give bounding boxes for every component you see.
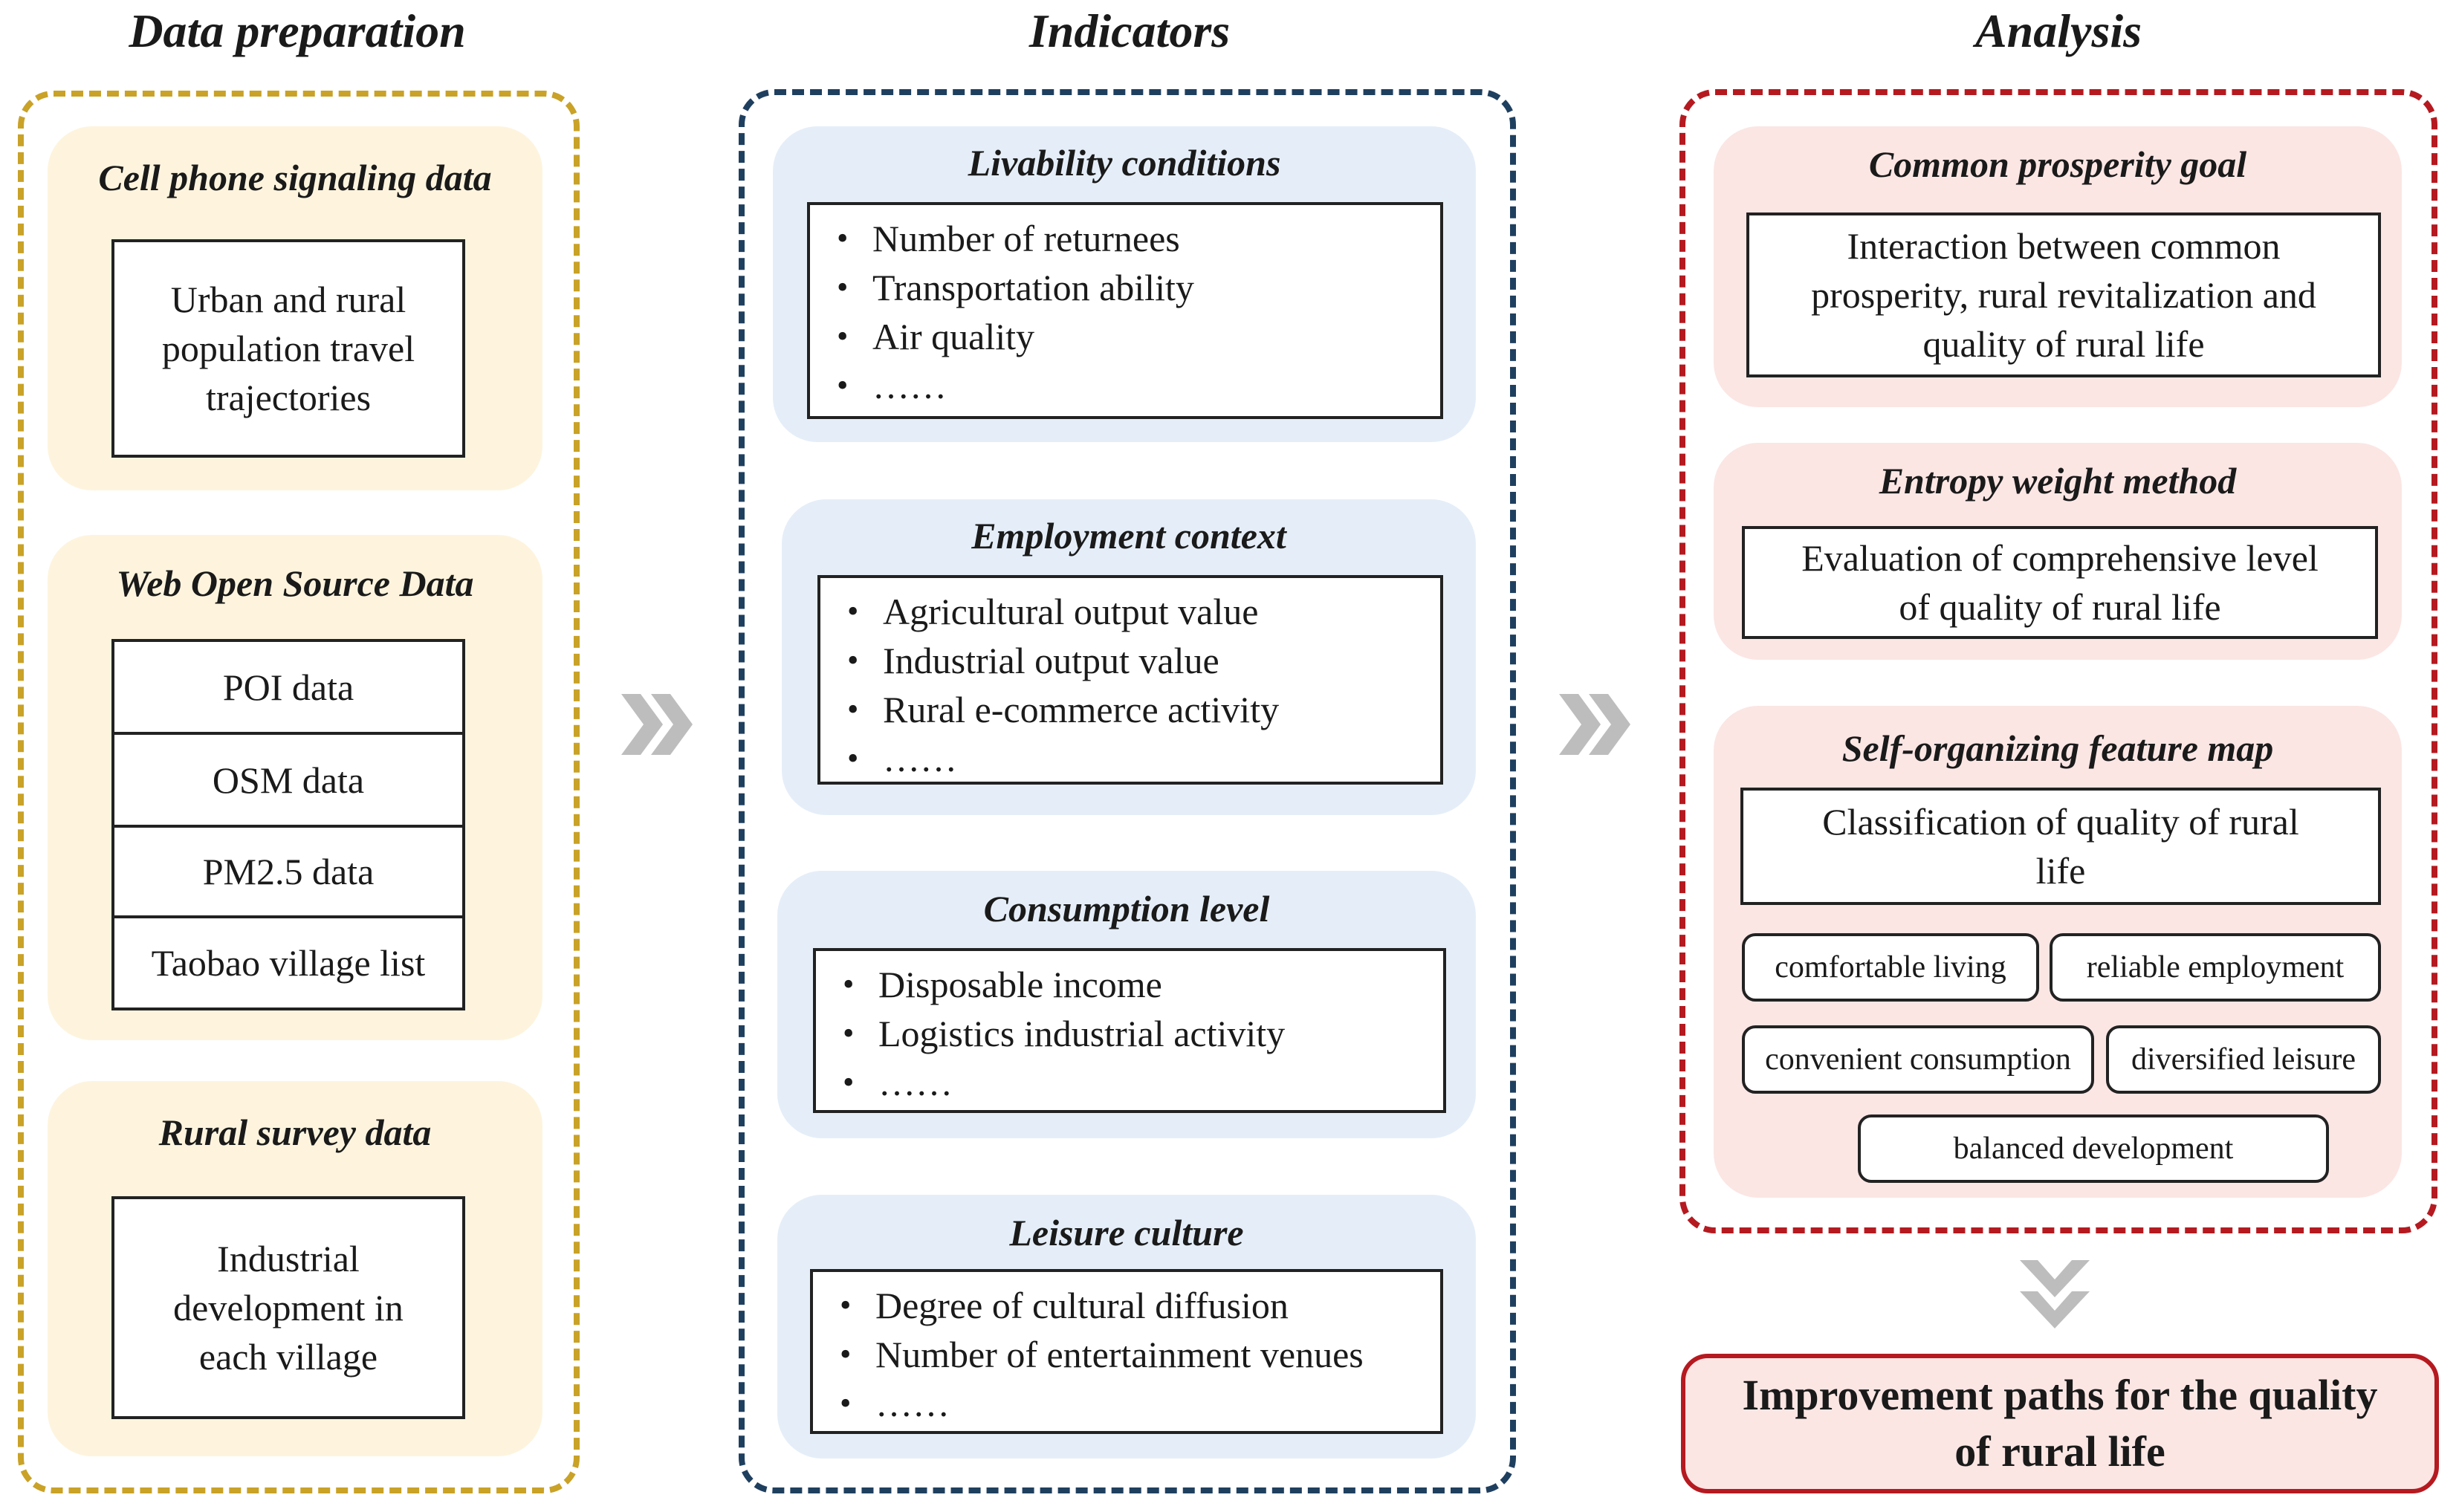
group-consumption: Consumption level Disposable income Logi… [777,871,1476,1138]
consumption-list: Disposable income Logistics industrial a… [813,948,1446,1113]
employment-list: Agricultural output value Industrial out… [817,575,1443,785]
class-diversified-leisure: diversified leisure [2106,1025,2381,1094]
box-text: Classification of quality of rural life [1822,801,2299,892]
list-item: Rural e-commerce activity [847,685,1440,734]
final-box-text: Improvement paths for the quality of rur… [1742,1371,2378,1476]
group-common-prosperity: Common prosperity goal Interaction betwe… [1714,126,2402,407]
list-item: Agricultural output value [847,587,1440,636]
stack-item-poi: POI data [114,642,462,735]
list-item: Disposable income [843,960,1443,1009]
list-item: …… [840,1379,1440,1428]
list-item: Degree of cultural diffusion [840,1281,1440,1330]
group-rural-survey: Rural survey data Industrial development… [48,1081,542,1456]
group-title: Livability conditions [968,142,1281,184]
box-text: Interaction between common prosperity, r… [1811,225,2316,365]
list-item: Number of entertainment venues [840,1330,1440,1379]
list-item: Transportation ability [837,263,1440,312]
box-text: Evaluation of comprehensive level of qua… [1801,537,2319,628]
livability-list: Number of returnees Transportation abili… [807,202,1443,419]
list-item: Logistics industrial activity [843,1009,1443,1058]
group-entropy-weight: Entropy weight method Evaluation of comp… [1714,443,2402,660]
double-chevron-right-icon [1559,694,1630,755]
class-reliable-employment: reliable employment [2050,933,2381,1002]
box-text: Urban and rural population travel trajec… [161,279,415,418]
common-prosperity-box: Interaction between common prosperity, r… [1746,212,2381,377]
indicators-panel [739,89,1516,1493]
stack-item-pm25: PM2.5 data [114,828,462,918]
heading-indicators: Indicators [1028,4,1231,57]
analysis-panel [1679,89,2437,1233]
group-title: Web Open Source Data [116,562,474,604]
group-title: Consumption level [983,888,1270,929]
leisure-list: Degree of cultural diffusion Number of e… [810,1269,1443,1434]
group-title: Cell phone signaling data [98,157,492,198]
data-preparation-panel [18,91,580,1493]
list-item: …… [843,1058,1443,1107]
class-balanced-development: balanced development [1858,1114,2329,1183]
group-title: Rural survey data [158,1112,432,1153]
list-item: Number of returnees [837,214,1440,263]
som-classification-box: Classification of quality of rural life [1740,788,2381,905]
group-livability: Livability conditions Number of returnee… [773,126,1476,442]
heading-data-preparation: Data preparation [129,4,466,57]
list-item: …… [847,734,1440,783]
stack-item-taobao: Taobao village list [151,942,426,984]
group-title: Common prosperity goal [1868,143,2247,185]
industrial-development-box: Industrial development in each village [111,1196,465,1419]
group-title: Self-organizing feature map [1841,727,2274,769]
group-cell-phone-signaling: Cell phone signaling data Urban and rura… [48,126,542,490]
heading-analysis: Analysis [1974,4,2142,57]
group-leisure: Leisure culture Degree of cultural diffu… [777,1195,1476,1459]
open-source-stack: POI data OSM data PM2.5 data Taobao vill… [111,639,465,1010]
group-title: Employment context [971,515,1286,557]
class-convenient-consumption: convenient consumption [1742,1025,2094,1094]
entropy-evaluation-box: Evaluation of comprehensive level of qua… [1742,526,2378,639]
group-som: Self-organizing feature map Classificati… [1714,706,2402,1198]
group-title: Leisure culture [1009,1212,1244,1253]
double-chevron-down-icon [2020,1260,2090,1328]
stack-item-osm: OSM data [114,735,462,828]
double-chevron-right-icon [621,694,693,755]
improvement-paths-box: Improvement paths for the quality of rur… [1681,1354,2439,1493]
list-item: …… [837,361,1440,410]
list-item: Air quality [837,312,1440,361]
class-comfortable-living: comfortable living [1742,933,2039,1002]
list-item: Industrial output value [847,636,1440,685]
travel-trajectories-box: Urban and rural population travel trajec… [111,239,465,458]
group-employment: Employment context Agricultural output v… [782,499,1476,815]
group-web-open-source: Web Open Source Data POI data OSM data P… [48,535,542,1040]
group-title: Entropy weight method [1879,460,2237,502]
box-text: Industrial development in each village [173,1238,404,1378]
